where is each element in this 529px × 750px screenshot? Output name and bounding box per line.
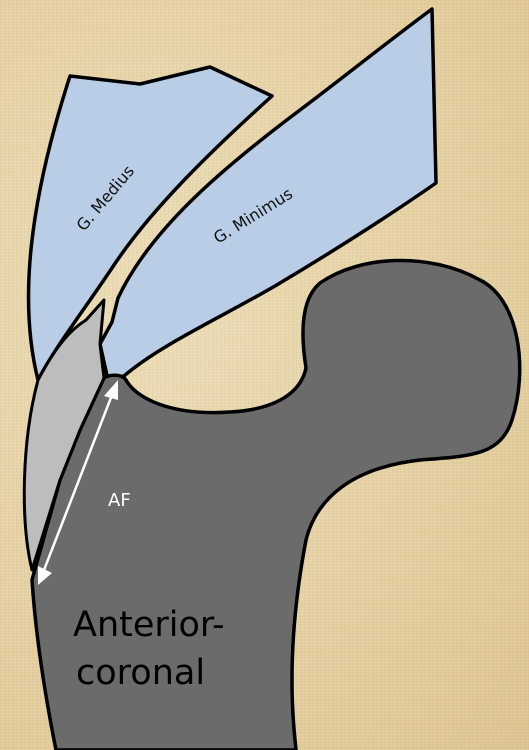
af-label: AF (108, 490, 131, 511)
region-label-anterior: Anterior- (73, 605, 225, 645)
region-label-coronal: coronal (76, 653, 205, 693)
